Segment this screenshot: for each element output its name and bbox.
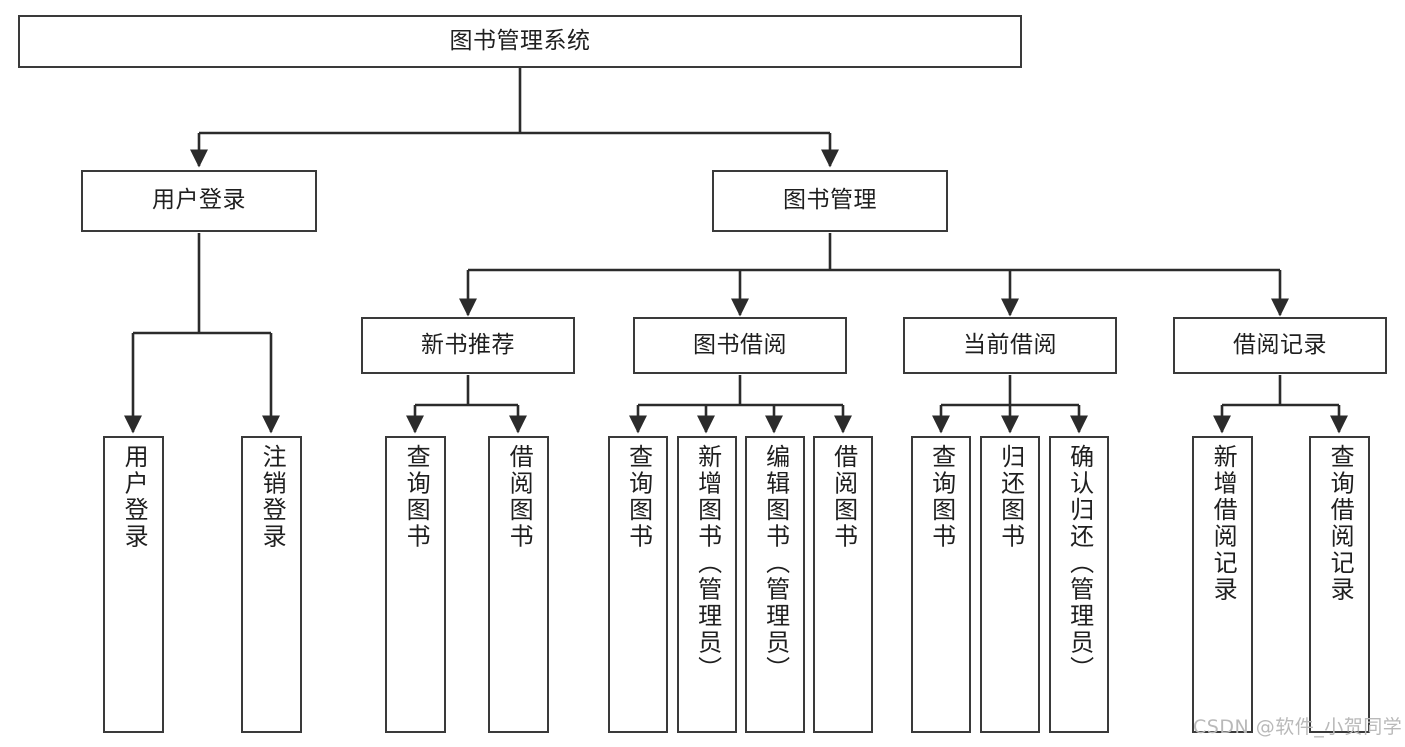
node-label: 查询图书 <box>402 444 431 550</box>
leaf-borrow-borrow-book[interactable]: 借阅图书 <box>813 436 873 733</box>
node-new-book-recommend[interactable]: 新书推荐 <box>361 317 575 374</box>
node-label: 用户登录 <box>152 187 246 214</box>
node-current-borrow[interactable]: 当前借阅 <box>903 317 1117 374</box>
csdn-watermark: CSDN @软件_小贺同学 <box>1193 716 1403 738</box>
leaf-borrow-add-book-admin[interactable]: 新增图书（管理员） <box>677 436 737 733</box>
node-label: 新增图书（管理员） <box>693 444 722 683</box>
node-book-borrow[interactable]: 图书借阅 <box>633 317 847 374</box>
leaf-user-login-logout[interactable]: 注销登录 <box>241 436 302 733</box>
node-label: 借阅记录 <box>1233 331 1327 358</box>
node-label: 确认归还（管理员） <box>1065 444 1094 683</box>
leaf-new-book-query[interactable]: 查询图书 <box>385 436 446 733</box>
leaf-record-query-record[interactable]: 查询借阅记录 <box>1309 436 1370 733</box>
leaf-current-query-book[interactable]: 查询图书 <box>911 436 971 733</box>
node-label: 查询图书 <box>624 444 653 550</box>
node-root-system[interactable]: 图书管理系统 <box>18 15 1022 68</box>
leaf-current-confirm-return-admin[interactable]: 确认归还（管理员） <box>1049 436 1109 733</box>
node-book-management[interactable]: 图书管理 <box>712 170 948 232</box>
node-label: 图书借阅 <box>693 331 787 358</box>
leaf-borrow-query[interactable]: 查询图书 <box>608 436 668 733</box>
node-label: 编辑图书（管理员） <box>761 444 790 683</box>
node-label: 新书推荐 <box>421 331 515 358</box>
leaf-borrow-edit-book-admin[interactable]: 编辑图书（管理员） <box>745 436 805 733</box>
leaf-user-login-login[interactable]: 用户登录 <box>103 436 164 733</box>
node-label: 图书管理系统 <box>449 27 591 54</box>
leaf-new-book-borrow[interactable]: 借阅图书 <box>488 436 549 733</box>
node-user-login[interactable]: 用户登录 <box>81 170 317 232</box>
node-label: 图书管理 <box>783 187 877 214</box>
node-label: 当前借阅 <box>963 331 1057 358</box>
node-label: 借阅图书 <box>505 444 534 550</box>
node-label: 新增借阅记录 <box>1209 444 1238 603</box>
node-borrow-record[interactable]: 借阅记录 <box>1173 317 1387 374</box>
node-label: 查询借阅记录 <box>1326 444 1355 603</box>
leaf-current-return-book[interactable]: 归还图书 <box>980 436 1040 733</box>
node-label: 借阅图书 <box>829 444 858 550</box>
node-label: 注销登录 <box>258 444 287 550</box>
node-label: 查询图书 <box>927 444 956 550</box>
leaf-record-add-record[interactable]: 新增借阅记录 <box>1192 436 1253 733</box>
node-label: 用户登录 <box>120 444 149 550</box>
node-label: 归还图书 <box>996 444 1025 550</box>
